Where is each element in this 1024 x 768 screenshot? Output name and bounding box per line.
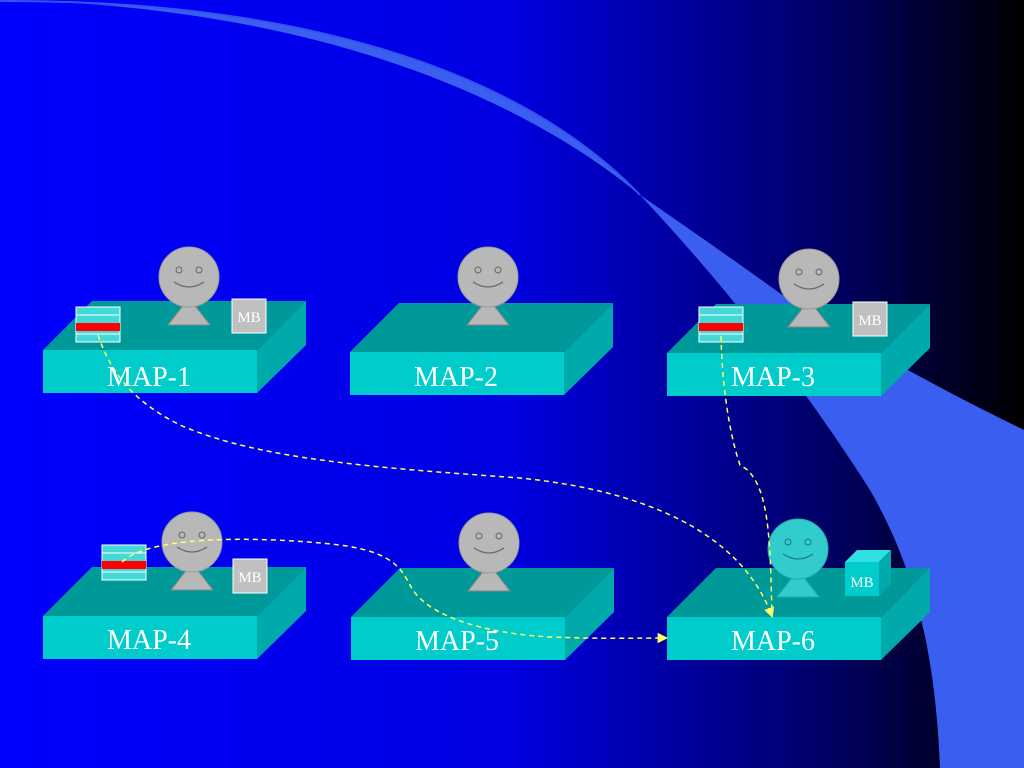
platform-side — [257, 567, 306, 659]
agent-eye — [475, 532, 483, 540]
mb-cube-top — [845, 550, 891, 562]
agent-smile — [173, 281, 205, 288]
platform-front — [43, 616, 257, 659]
agent-smile — [176, 546, 208, 553]
stack-red-bar — [699, 323, 743, 331]
curve-band-edge — [0, 0, 641, 196]
stack-red-bar — [102, 561, 146, 569]
platform-front — [667, 353, 881, 396]
agent-eye — [175, 266, 183, 274]
path-map1-to-map6 — [97, 334, 774, 618]
agent-body — [169, 562, 215, 591]
node-label-map-1: MAP-1 — [107, 362, 191, 393]
platform-top — [350, 303, 613, 352]
agent-head — [158, 246, 220, 308]
agent-head — [458, 512, 520, 574]
agent-map-5 — [458, 512, 520, 592]
mb-label: MB — [850, 575, 873, 591]
agent-eye — [784, 538, 792, 546]
mb-cube-map-6: MB — [845, 550, 891, 596]
path-map4-to-map6 — [121, 538, 669, 644]
platform-front — [667, 617, 881, 660]
platform-side — [564, 303, 613, 395]
platform-front — [350, 352, 564, 395]
agent-eye — [815, 268, 823, 276]
mb-cube-front — [845, 562, 879, 596]
platform-side — [881, 568, 930, 660]
mb-box-map-1: MB — [231, 298, 267, 334]
mb-label: MB — [237, 310, 260, 326]
agent-smile — [473, 547, 505, 554]
stack-red-bar — [76, 323, 120, 331]
agent-eye — [198, 531, 206, 539]
agent-eye — [495, 532, 503, 540]
agent-map-1 — [158, 246, 220, 326]
agent-smile — [782, 553, 814, 560]
platform-map-4 — [43, 567, 306, 659]
agent-eye — [795, 268, 803, 276]
message-stack-map-1 — [75, 306, 121, 343]
agent-body — [466, 563, 512, 592]
agent-eye — [804, 538, 812, 546]
agent-head — [767, 518, 829, 580]
agent-body — [166, 297, 212, 326]
mb-box — [232, 558, 268, 594]
platform-side — [881, 304, 930, 396]
mb-cube-side — [879, 550, 891, 596]
platform-front — [43, 350, 257, 393]
message-stack-map-4 — [101, 544, 147, 581]
curve-band-fill — [640, 195, 1024, 768]
agent-body — [786, 299, 832, 328]
node-label-map-5: MAP-5 — [415, 626, 499, 657]
agent-smile — [472, 281, 504, 288]
mb-label: MB — [238, 570, 261, 586]
platform-map-2 — [350, 303, 613, 395]
agent-head — [457, 246, 519, 308]
agent-eye — [178, 531, 186, 539]
agent-body — [775, 569, 821, 598]
platform-side — [257, 301, 306, 393]
agent-eye — [195, 266, 203, 274]
mb-box-map-3: MB — [852, 301, 888, 337]
platform-side — [565, 568, 614, 660]
path-map3-to-map6 — [720, 335, 773, 617]
platform-map-5 — [351, 568, 614, 660]
agent-eye — [474, 266, 482, 274]
node-label-map-2: MAP-2 — [414, 362, 498, 393]
agent-body — [465, 297, 511, 326]
agent-eye — [494, 266, 502, 274]
agent-map-3 — [778, 248, 840, 328]
mb-box — [852, 301, 888, 337]
node-label-map-3: MAP-3 — [731, 362, 815, 393]
mb-box-map-4: MB — [232, 558, 268, 594]
platform-top — [351, 568, 614, 617]
agent-map-2 — [457, 246, 519, 326]
mb-box — [231, 298, 267, 334]
agent-head — [778, 248, 840, 310]
agent-smile — [793, 283, 825, 290]
node-label-map-4: MAP-4 — [107, 625, 191, 656]
agent-map-6 — [767, 518, 829, 598]
mb-label: MB — [858, 313, 881, 329]
platform-front — [351, 617, 565, 660]
node-label-map-6: MAP-6 — [731, 626, 815, 657]
